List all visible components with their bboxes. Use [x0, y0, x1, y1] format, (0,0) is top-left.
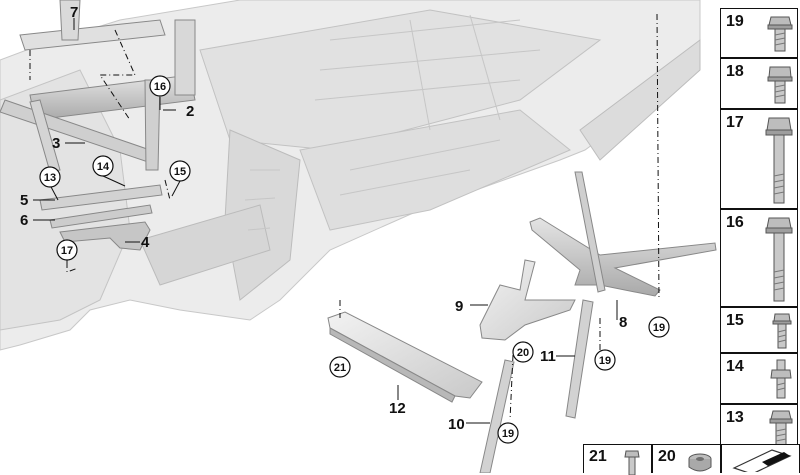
circled-callout-14: 14: [92, 155, 114, 177]
fastener-cell-14: 14: [720, 353, 798, 404]
svg-text:16: 16: [154, 81, 166, 93]
fastener-cell-15: 15: [720, 307, 798, 353]
assembly-axis-lines: [29, 13, 660, 421]
fastener-cell-20: 20: [652, 444, 721, 473]
circled-callout-19-brace: 19: [648, 316, 670, 338]
fastener-number: 20: [658, 448, 676, 465]
callout-8: 8: [619, 314, 627, 331]
screw-icon: [624, 450, 640, 475]
circled-callout-15: 15: [169, 160, 191, 182]
fastener-number: 21: [589, 448, 607, 465]
svg-text:14: 14: [97, 161, 110, 173]
callout-9: 9: [455, 298, 463, 315]
callout-7: 7: [70, 4, 78, 21]
callout-5: 5: [20, 192, 28, 209]
small-screw-icon: [772, 313, 792, 349]
fastener-cell-18: 18: [720, 58, 798, 109]
strut-11: [565, 299, 594, 419]
fastener-legend-bottom: 21 20: [583, 444, 800, 475]
svg-text:20: 20: [517, 347, 529, 359]
svg-text:19: 19: [599, 355, 611, 367]
callout-11: 11: [540, 348, 556, 365]
circled-callout-19-strut: 19: [594, 349, 616, 371]
callout-10: 10: [448, 416, 465, 433]
fastener-cell-16: 16: [720, 209, 798, 307]
bracket-9: [479, 259, 576, 341]
fastener-cell-21: 21: [583, 444, 652, 475]
callout-labels: 7 2 3 5 6 4 9 8 11 12 10: [20, 4, 627, 433]
fastener-number: 13: [726, 409, 744, 426]
fastener-number: 19: [726, 13, 744, 30]
lower-side-members: [39, 184, 163, 251]
fastener-cell-17: 17: [720, 109, 798, 209]
svg-text:19: 19: [653, 322, 665, 334]
long-bolt-icon: [765, 117, 793, 204]
nut-icon: [688, 453, 712, 472]
circled-callout-19-lower: 19: [497, 422, 519, 444]
flange-bolt-icon: [769, 410, 793, 448]
cross-brace-8: [529, 171, 717, 297]
circled-callout-13: 13: [39, 166, 61, 188]
svg-text:21: 21: [334, 362, 346, 374]
hex-bolt-icon: [767, 66, 793, 104]
strut-10: [479, 359, 515, 473]
fastener-number: 16: [726, 214, 744, 231]
flange-bolt-icon: [767, 16, 793, 52]
callout-12: 12: [389, 400, 406, 417]
svg-text:13: 13: [44, 172, 56, 184]
callout-2: 2: [186, 103, 194, 120]
callout-3: 3: [52, 135, 60, 152]
fastener-number: 18: [726, 63, 744, 80]
fastener-cell-19: 19: [720, 8, 798, 58]
underbody-shield-12: [327, 311, 483, 403]
circled-callout-20: 20: [512, 341, 534, 363]
fastener-number: 14: [726, 358, 744, 375]
svg-text:15: 15: [174, 166, 186, 178]
fastener-number: 17: [726, 114, 744, 131]
adhesive-pad-icon: [732, 449, 792, 472]
fastener-legend: 19 18 17 16: [720, 8, 800, 473]
svg-text:17: 17: [61, 245, 73, 257]
fastener-number: 15: [726, 312, 744, 329]
circled-callout-16: 16: [149, 75, 171, 97]
fastener-cell-adhesive-pad: [721, 444, 800, 473]
callout-6: 6: [20, 212, 28, 229]
long-bolt-icon: [765, 217, 793, 302]
svg-text:19: 19: [502, 428, 514, 440]
circled-callout-17: 17: [56, 239, 78, 261]
stud-bolt-icon: [770, 359, 792, 399]
circled-callouts: 16 14 15 13 17 21 20 19: [39, 75, 670, 444]
circled-callout-21: 21: [329, 356, 351, 378]
callout-4: 4: [141, 234, 150, 251]
